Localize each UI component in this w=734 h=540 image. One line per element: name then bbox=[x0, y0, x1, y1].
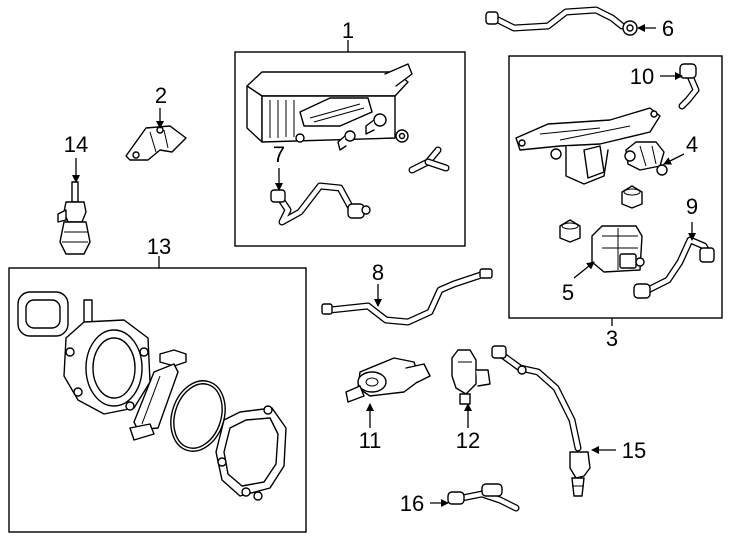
gasket-small bbox=[17, 291, 69, 337]
box-part-13 bbox=[8, 267, 307, 533]
filter-element bbox=[133, 363, 179, 431]
vent-hose bbox=[633, 236, 715, 299]
callout-14: 14 bbox=[64, 132, 88, 157]
gasket-large bbox=[215, 405, 287, 501]
callout-11: 11 bbox=[359, 428, 382, 453]
elbow-connector bbox=[408, 146, 450, 174]
oxygen-sensor bbox=[491, 345, 591, 497]
box-part-3 bbox=[508, 55, 723, 319]
nut-upper bbox=[621, 185, 643, 209]
callout-15: 15 bbox=[622, 438, 646, 463]
fuel-vapor-line bbox=[321, 268, 493, 326]
upper-vapor-hose bbox=[485, 6, 638, 36]
vapor-canister bbox=[246, 63, 413, 151]
callout-9: 9 bbox=[686, 194, 698, 219]
box-part-1 bbox=[234, 51, 466, 247]
bracket bbox=[125, 125, 187, 161]
o-ring bbox=[170, 380, 226, 452]
callout-3: 3 bbox=[606, 326, 618, 351]
mounting-bracket-assembly bbox=[515, 107, 661, 185]
purge-valve bbox=[624, 141, 668, 176]
callout-10: 10 bbox=[630, 64, 654, 89]
callout-12: 12 bbox=[456, 428, 480, 453]
callout-8: 8 bbox=[372, 260, 384, 285]
callout-4: 4 bbox=[686, 132, 698, 157]
callout-2: 2 bbox=[155, 83, 167, 108]
clip-bracket bbox=[129, 423, 155, 441]
callout-13: 13 bbox=[147, 234, 171, 259]
vacuum-switch bbox=[451, 349, 491, 405]
pressure-sensor bbox=[345, 357, 431, 403]
callout-5: 5 bbox=[562, 280, 574, 305]
canister-hose bbox=[270, 182, 371, 226]
vent-solenoid bbox=[591, 225, 645, 273]
exhaust-sensor bbox=[447, 483, 520, 512]
throttle-body bbox=[63, 299, 151, 415]
fuel-injector bbox=[57, 181, 91, 255]
nut-lower bbox=[559, 219, 581, 243]
sensor-plug bbox=[159, 349, 187, 367]
arrow-4 bbox=[663, 153, 685, 165]
callout-1: 1 bbox=[342, 18, 354, 43]
arrow-5 bbox=[573, 261, 595, 279]
callout-6: 6 bbox=[662, 16, 674, 41]
purge-hose-small bbox=[678, 63, 700, 110]
clip-fitting bbox=[395, 129, 409, 143]
callout-7: 7 bbox=[273, 142, 285, 167]
callout-16: 16 bbox=[400, 491, 424, 516]
